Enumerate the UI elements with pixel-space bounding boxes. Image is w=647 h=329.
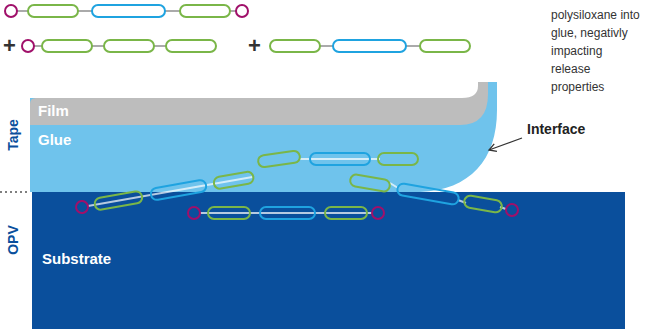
film-band: Film (30, 98, 476, 125)
interface-label: Interface (527, 121, 585, 137)
callout-note: polysiloxane into glue, negativly impact… (551, 6, 644, 96)
substrate-band: Substrate (32, 192, 631, 329)
plus-sign: + (248, 33, 261, 59)
leader-arrow (489, 138, 522, 150)
substrate-band (32, 192, 625, 329)
glue-chain (257, 150, 418, 168)
dipping-chain (349, 174, 518, 216)
glue-band: Glue (30, 125, 426, 192)
glue-band (30, 82, 497, 192)
film-band (30, 82, 488, 125)
band-label: Substrate (42, 250, 631, 267)
molecule-chain (5, 5, 248, 17)
group-label: Tape (5, 119, 21, 151)
plus-sign: + (3, 33, 16, 59)
band-label: Film (38, 102, 476, 119)
substrate-chain (188, 207, 384, 219)
molecule-fragments (22, 40, 470, 52)
band-label: Glue (38, 131, 426, 148)
dotted-divider (0, 191, 30, 193)
group-label: OPV (5, 225, 21, 255)
